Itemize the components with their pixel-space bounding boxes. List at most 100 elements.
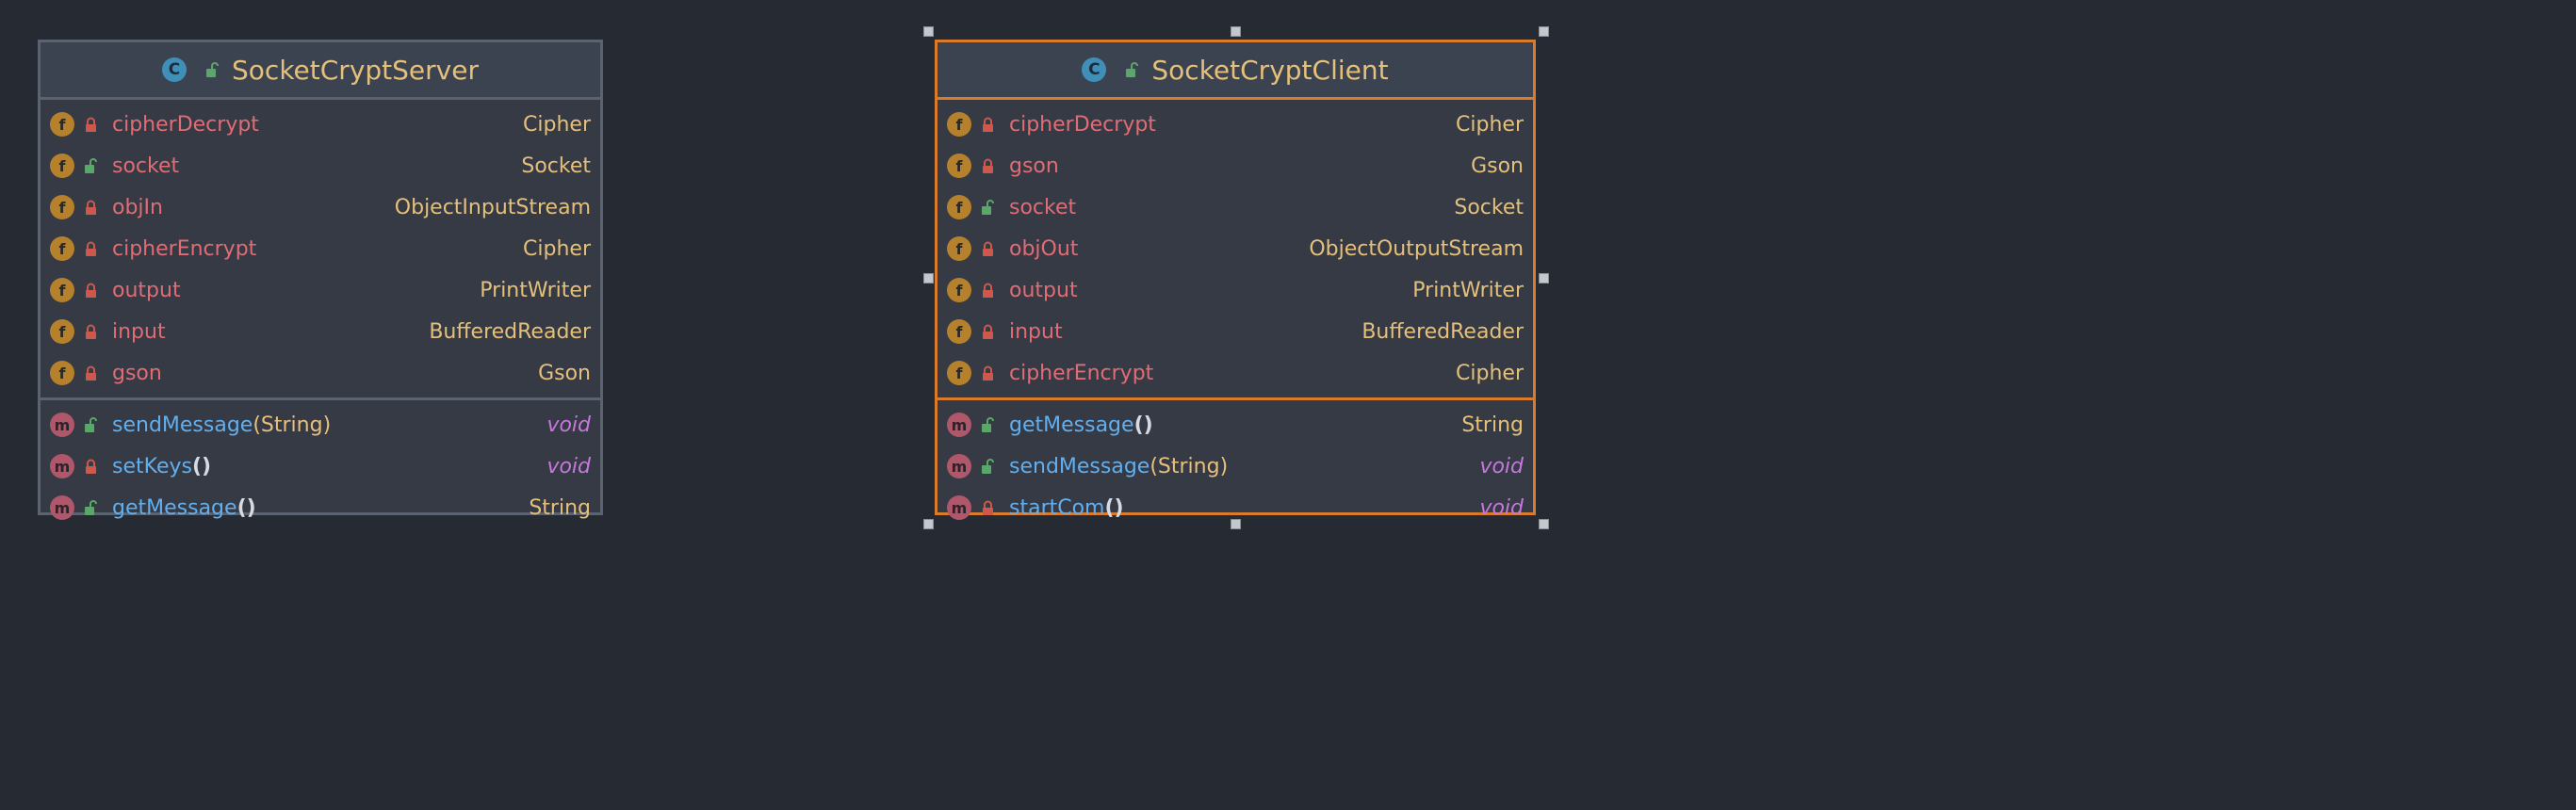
private-lock-icon	[977, 495, 998, 520]
field-icon: f	[50, 112, 74, 137]
field-type: ObjectInputStream	[394, 195, 591, 219]
resize-handle-top-left[interactable]	[923, 26, 934, 37]
field-name: cipherEncrypt	[112, 236, 257, 261]
field-name: objIn	[112, 195, 163, 219]
field-type: Socket	[521, 154, 591, 178]
private-lock-icon	[977, 278, 998, 302]
field-row[interactable]: f cipherDecrypt Cipher	[41, 104, 600, 145]
field-icon: f	[947, 361, 971, 385]
class-header[interactable]: C SocketCryptServer	[41, 42, 600, 100]
method-return-type: String	[1461, 413, 1524, 437]
field-row[interactable]: f cipherEncrypt Cipher	[937, 352, 1533, 394]
method-params: ()	[1104, 495, 1124, 520]
public-lock-icon	[80, 154, 101, 178]
private-lock-icon	[80, 454, 101, 478]
method-params: (String)	[253, 413, 332, 437]
private-lock-icon	[80, 112, 101, 137]
method-icon: m	[50, 495, 74, 520]
method-return-type: void	[546, 454, 591, 478]
field-row[interactable]: f gson Gson	[41, 352, 600, 394]
private-lock-icon	[977, 112, 998, 137]
field-name: socket	[112, 154, 180, 178]
method-name: getMessage	[112, 495, 237, 520]
field-row[interactable]: f cipherEncrypt Cipher	[41, 228, 600, 269]
field-type: ObjectOutputStream	[1309, 236, 1524, 261]
field-name: input	[112, 319, 166, 344]
field-name: socket	[1009, 195, 1077, 219]
method-name: setKeys	[112, 454, 192, 478]
public-lock-icon	[80, 413, 101, 437]
private-lock-icon	[977, 319, 998, 344]
resize-handle-right[interactable]	[1539, 273, 1549, 284]
field-type: Gson	[538, 361, 591, 385]
field-type: Cipher	[1456, 361, 1524, 385]
field-type: Cipher	[523, 236, 591, 261]
private-lock-icon	[80, 195, 101, 219]
field-icon: f	[947, 195, 971, 219]
field-icon: f	[50, 195, 74, 219]
method-return-type: String	[529, 495, 591, 520]
method-return-type: void	[1479, 495, 1524, 520]
class-header[interactable]: C SocketCryptClient	[937, 42, 1533, 100]
private-lock-icon	[977, 154, 998, 178]
field-name: gson	[1009, 154, 1059, 178]
resize-handle-bottom[interactable]	[1231, 519, 1241, 529]
resize-handle-left[interactable]	[923, 273, 934, 284]
field-icon: f	[947, 236, 971, 261]
field-icon: f	[947, 278, 971, 302]
resize-handle-bottom-right[interactable]	[1539, 519, 1549, 529]
private-lock-icon	[80, 319, 101, 344]
class-icon: C	[162, 57, 187, 82]
field-type: Cipher	[523, 112, 591, 137]
field-name: gson	[112, 361, 162, 385]
method-return-type: void	[1479, 454, 1524, 478]
field-row[interactable]: f objIn ObjectInputStream	[41, 186, 600, 228]
private-lock-icon	[977, 361, 998, 385]
resize-handle-bottom-left[interactable]	[923, 519, 934, 529]
field-type: PrintWriter	[1412, 278, 1524, 302]
field-name: cipherEncrypt	[1009, 361, 1154, 385]
field-name: input	[1009, 319, 1063, 344]
field-name: cipherDecrypt	[112, 112, 259, 137]
method-row[interactable]: m getMessage() String	[41, 487, 600, 528]
field-icon: f	[50, 361, 74, 385]
resize-handle-top-right[interactable]	[1539, 26, 1549, 37]
public-lock-icon	[977, 413, 998, 437]
public-lock-icon	[202, 57, 222, 82]
field-type: BufferedReader	[429, 319, 591, 344]
method-params: (String)	[1149, 454, 1229, 478]
field-icon: f	[50, 236, 74, 261]
method-name: startCom	[1009, 495, 1105, 520]
method-name: sendMessage	[1009, 454, 1150, 478]
method-name: getMessage	[1009, 413, 1134, 437]
method-params: ()	[236, 495, 256, 520]
method-return-type: void	[546, 413, 591, 437]
method-icon: m	[947, 413, 971, 437]
method-icon: m	[50, 454, 74, 478]
field-type: Gson	[1471, 154, 1524, 178]
private-lock-icon	[80, 236, 101, 261]
field-name: cipherDecrypt	[1009, 112, 1156, 137]
field-type: BufferedReader	[1361, 319, 1524, 344]
resize-handle-top[interactable]	[1231, 26, 1241, 37]
